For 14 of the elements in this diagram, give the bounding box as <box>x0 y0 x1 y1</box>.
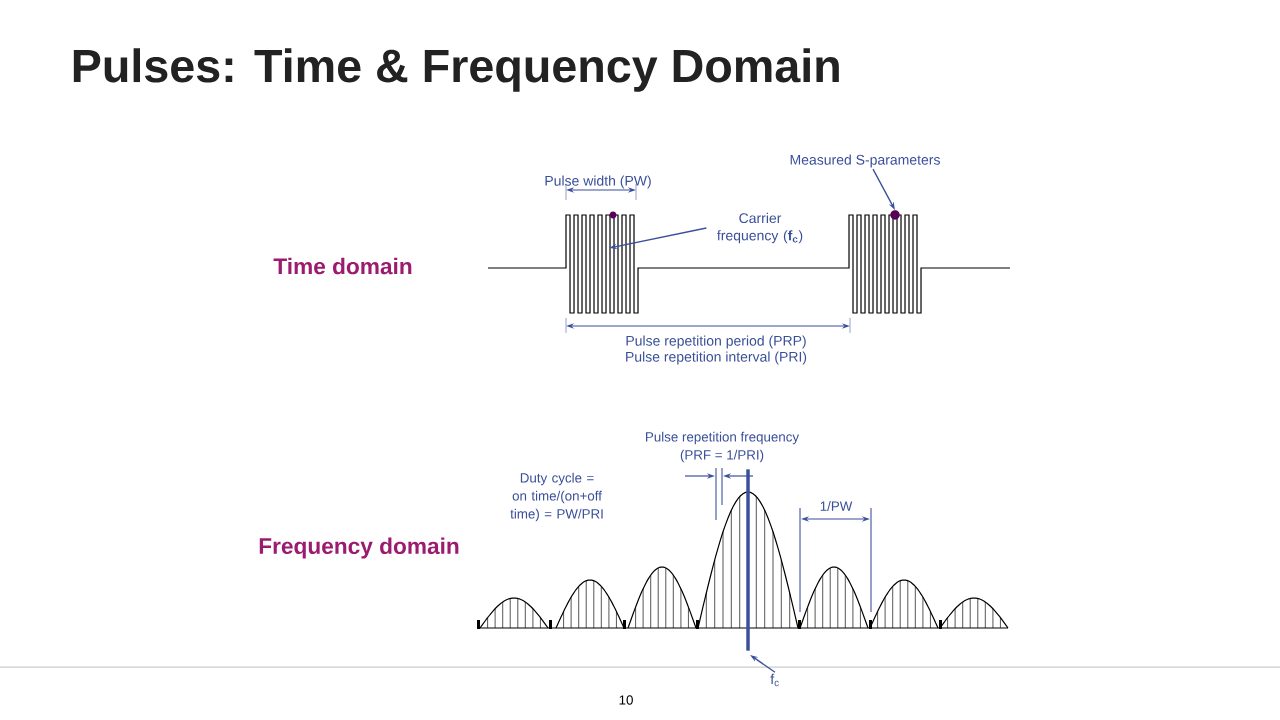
dimension-label: Pulse repetition period (PRP) <box>626 335 806 349</box>
dimension-label: (PRF = 1/PRI) <box>680 449 764 463</box>
dimension-label: Pulse width (PW) <box>545 175 651 189</box>
dimension-label: 1/PW <box>820 501 853 511</box>
domain-label: Time domain <box>273 257 412 275</box>
page-number: 10 <box>619 695 633 705</box>
formula-text: Duty cycle = on time/(on+off time) = PW/PRI <box>510 472 603 522</box>
title: Pulses: Time & Frequency Domain <box>73 48 839 92</box>
dimension-label: Pulse repetition frequency <box>646 431 800 445</box>
dimension-label: Pulse repetition interval (PRI) <box>626 351 807 365</box>
domain-label: Frequency domain <box>259 537 459 559</box>
callout-text: Carrier frequency (f$_{c}$) <box>717 212 803 244</box>
callout-text: Measured S-parameters <box>790 154 940 168</box>
callout-text: f$_{c}$ <box>770 673 779 687</box>
